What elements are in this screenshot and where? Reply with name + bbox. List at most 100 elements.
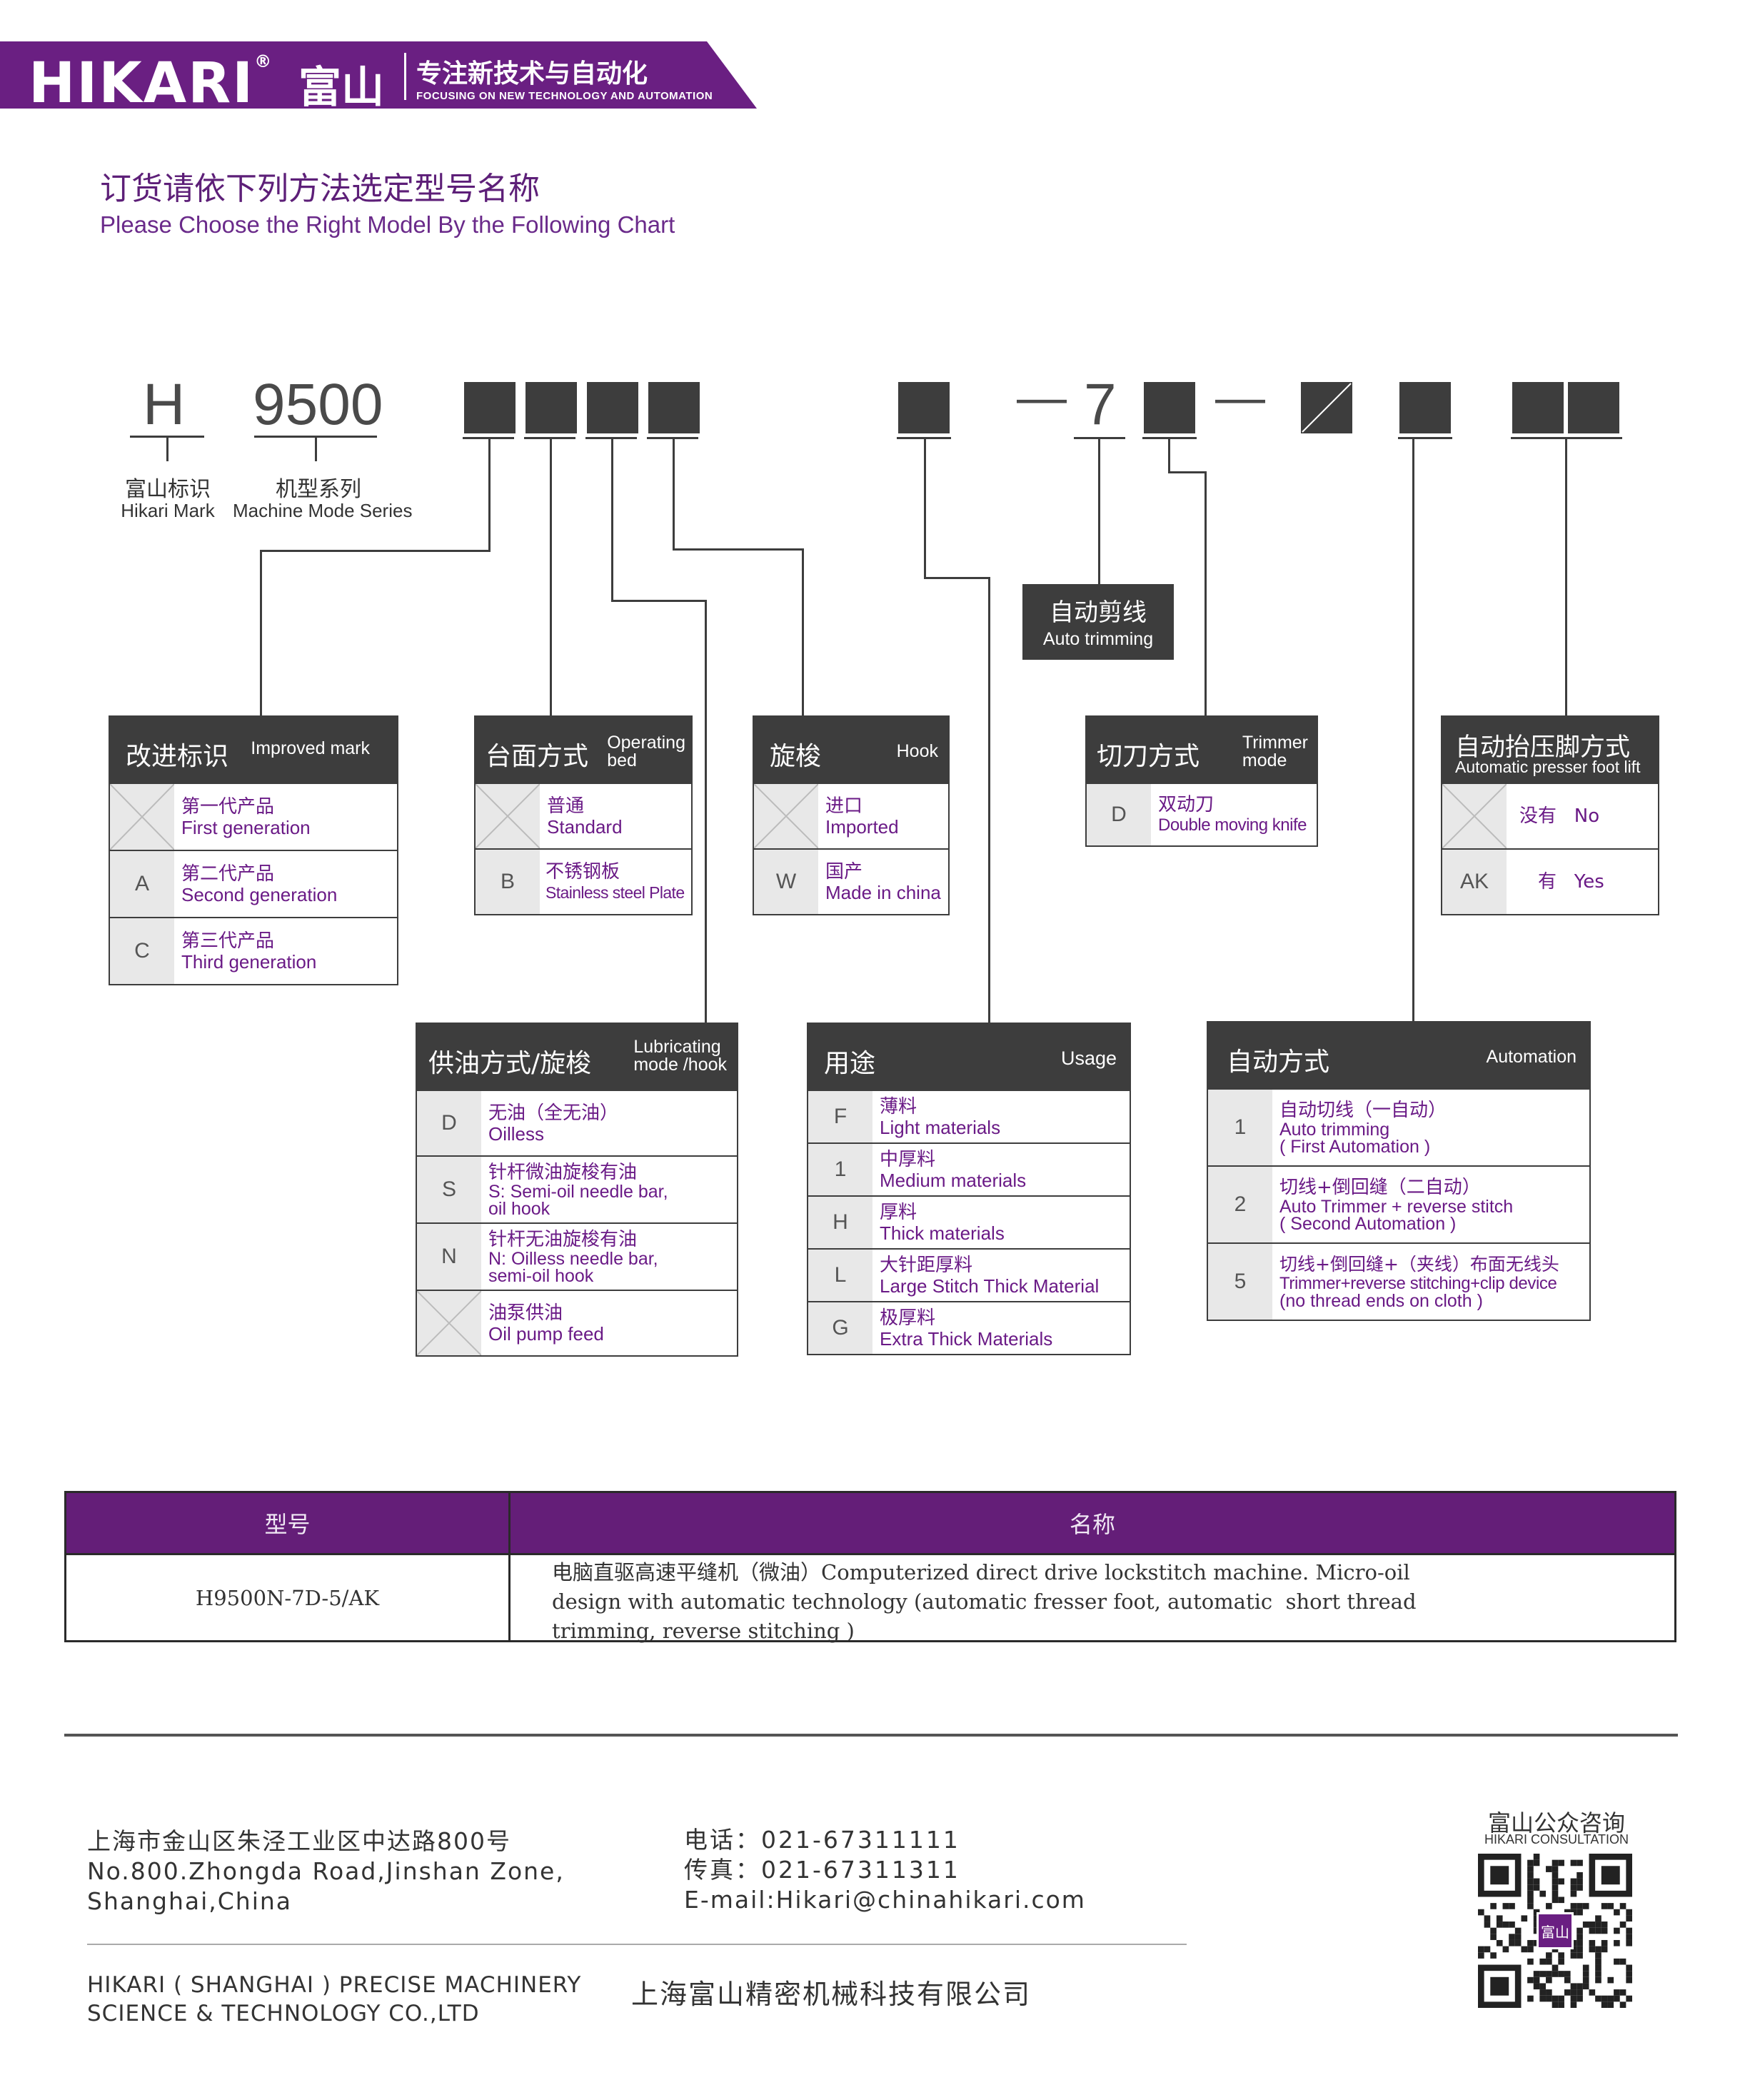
option-en: Large Stitch Thick Material xyxy=(880,1275,1100,1297)
brand-logo: HIKARI® xyxy=(29,51,273,116)
option-en: Second generation xyxy=(181,884,338,905)
header-cn: 旋梭 xyxy=(770,742,822,771)
option-en: Stainless steel Plate xyxy=(545,883,685,902)
option-en: Trimmer+reverse stitching+clip device xyxy=(1279,1274,1557,1293)
option-cn: 自动切线（一自动） xyxy=(1279,1100,1447,1121)
option-cn: 无油（全无油） xyxy=(488,1102,619,1124)
option-en: Medium materials xyxy=(880,1170,1027,1191)
option-en-2: semi-oil hook xyxy=(488,1266,594,1286)
option-code-none xyxy=(476,784,540,848)
footer-address: 上海市金山区朱泾工业区中达路800号 No.800.Zhongda Road,J… xyxy=(87,1827,565,1916)
option-en: First generation xyxy=(181,817,311,838)
option-code: AK xyxy=(1442,850,1507,914)
automation-box: 自动方式 Automation 1 自动切线（一自动）Auto trimming… xyxy=(1207,1021,1591,1321)
option-row: D 无油（全无油）Oilless xyxy=(417,1090,737,1155)
option-code: 5 xyxy=(1208,1244,1272,1320)
option-code-none xyxy=(417,1291,481,1355)
model-cell: H9500N-7D-5/AK xyxy=(66,1555,511,1640)
option-code: B xyxy=(476,850,540,914)
model-series-number: 9500 xyxy=(253,372,383,437)
header-en: Hook xyxy=(896,741,938,761)
slot-usage xyxy=(898,382,950,433)
header-cn: 供油方式/旋梭 xyxy=(428,1049,592,1078)
option-cn: 薄料 xyxy=(880,1096,917,1117)
header-en: Usage xyxy=(1060,1048,1117,1069)
page-title-cn: 订货请依下列方法选定型号名称 xyxy=(100,171,540,207)
option-en: Auto Trimmer + reverse stitch xyxy=(1279,1197,1514,1217)
slot-lubrication xyxy=(587,382,638,433)
option-cn: 国产 xyxy=(825,861,863,883)
connector-automation xyxy=(1412,438,1414,1024)
name-line: trimming, reverse stitching ) xyxy=(552,1619,855,1643)
option-en-2: (no thread ends on cloth ) xyxy=(1279,1291,1483,1311)
option-cn: 第三代产品 xyxy=(181,930,275,952)
header-en: Automatic presser foot lift xyxy=(1455,758,1641,776)
address-en-1: No.800.Zhongda Road,Jinshan Zone, xyxy=(87,1857,565,1885)
hikari-mark-cn: 富山标识 xyxy=(125,477,211,502)
option-code: H xyxy=(808,1197,872,1248)
connector-presser xyxy=(1565,438,1567,717)
presser-foot-box: 自动抬压脚方式 Automatic presser foot lift 没有 N… xyxy=(1441,715,1659,915)
option-cn: 切线+倒回缝（二自动） xyxy=(1279,1177,1481,1198)
option-code: G xyxy=(808,1302,872,1354)
slot-optional xyxy=(1301,382,1352,433)
option-code: C xyxy=(110,918,174,984)
option-en: Standard xyxy=(547,816,623,838)
model-prefix-h: H xyxy=(143,372,186,437)
qr-code[interactable]: 富山 xyxy=(1478,1854,1632,2008)
option-cn: 双动刀 xyxy=(1158,794,1215,815)
name-cell: 电脑直驱高速平缝机（微油）Computerized direct drive l… xyxy=(511,1555,1674,1643)
fax: 传真：021-67311311 xyxy=(684,1856,960,1884)
option-cn: 中厚料 xyxy=(880,1149,936,1170)
option-en: Auto trimming xyxy=(1279,1120,1390,1140)
slogan-en: FOCUSING ON NEW TECHNOLOGY AND AUTOMATIO… xyxy=(416,90,713,102)
option-row: 2 切线+倒回缝（二自动）Auto Trimmer + reverse stit… xyxy=(1208,1165,1589,1242)
company-en: HIKARI ( SHANGHAI ) PRECISE MACHINERY SC… xyxy=(87,1972,582,2026)
option-cn: 不锈钢板 xyxy=(545,861,620,883)
option-en-2: ( Second Automation ) xyxy=(1279,1214,1457,1234)
option-code: 1 xyxy=(808,1144,872,1195)
auto-trimming-en: Auto trimming xyxy=(1042,629,1154,649)
footer-inner-divider xyxy=(87,1944,1187,1945)
dash-1: — xyxy=(1017,369,1067,425)
qr-title-en: HIKARI CONSULTATION xyxy=(1484,1832,1629,1847)
option-text: 有 Yes xyxy=(1538,871,1604,893)
slot-improved-mark xyxy=(464,382,516,433)
option-en: Thick materials xyxy=(880,1222,1005,1244)
option-cn: 第一代产品 xyxy=(181,796,275,818)
option-code: A xyxy=(110,851,174,917)
company-cn: 上海富山精密机械科技有限公司 xyxy=(631,1979,1032,2010)
connector-hook xyxy=(673,438,675,550)
header-en: Improved mark xyxy=(251,738,370,758)
option-row: 1 自动切线（一自动）Auto trimming( First Automati… xyxy=(1208,1088,1589,1165)
option-code: S xyxy=(417,1157,481,1222)
box-header: 旋梭 Hook xyxy=(754,717,948,783)
option-cn: 针杆微油旋梭有油 xyxy=(488,1162,638,1183)
product-table: 型号 名称 H9500N-7D-5/AK 电脑直驱高速平缝机（微油）Comput… xyxy=(64,1491,1676,1643)
header-cn: 改进标识 xyxy=(126,742,229,771)
slot-trimmer xyxy=(1144,382,1195,433)
option-en: Oil pump feed xyxy=(488,1323,604,1345)
brand-logo-cn: 富山 xyxy=(298,63,384,113)
email-link[interactable]: E-mail:Hikari@chinahikari.com xyxy=(684,1886,1086,1914)
table-row: H9500N-7D-5/AK 电脑直驱高速平缝机（微油）Computerized… xyxy=(64,1555,1676,1643)
option-cn: 切线+倒回缝+（夹线）布面无线头 xyxy=(1279,1254,1559,1275)
